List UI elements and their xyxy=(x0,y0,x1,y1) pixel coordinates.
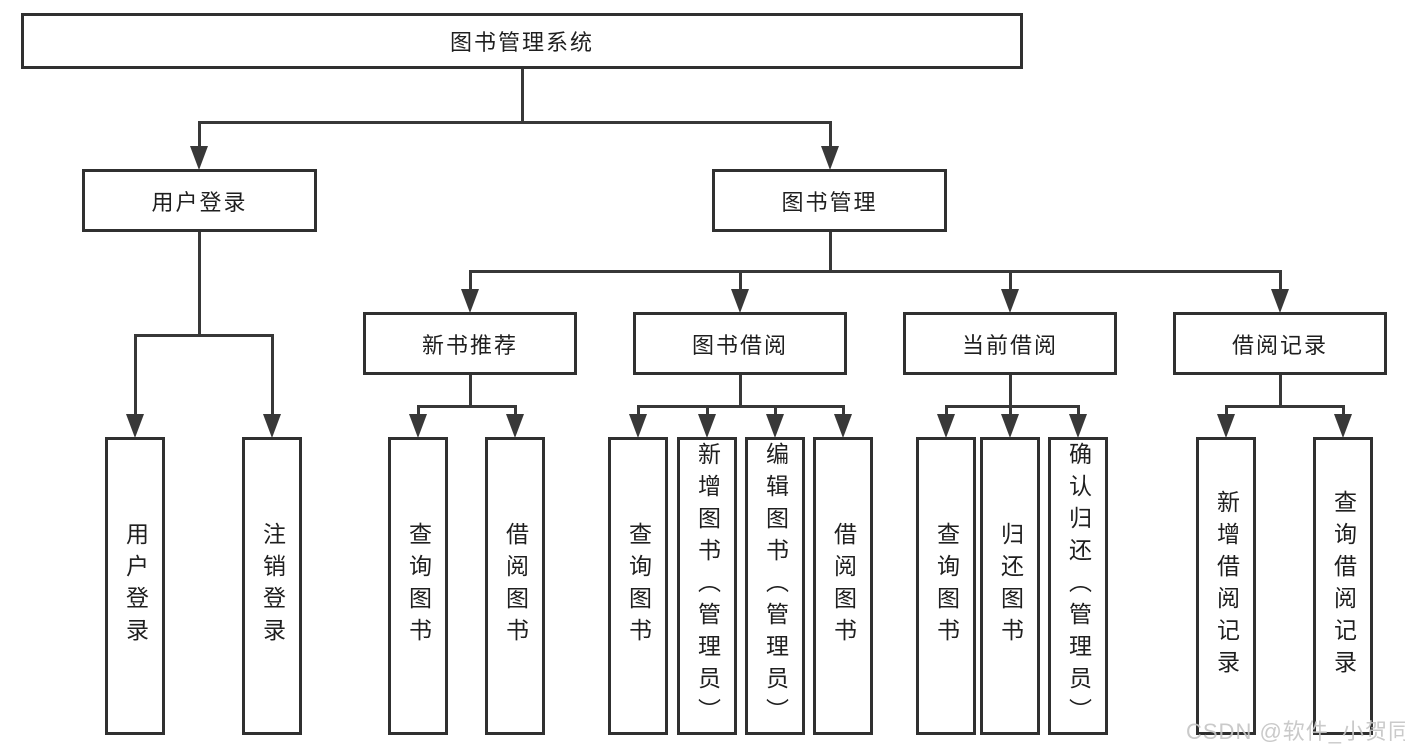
connector-line xyxy=(1278,375,1282,406)
node-library-management-system: 图书管理系统 xyxy=(21,13,1023,69)
arrowhead-icon xyxy=(1001,289,1019,313)
arrowhead-icon xyxy=(1334,414,1352,438)
connector-line xyxy=(133,333,274,337)
arrowhead-icon xyxy=(126,414,144,438)
arrowhead-icon xyxy=(1001,414,1019,438)
connector-line xyxy=(1008,406,1012,418)
arrowhead-icon xyxy=(937,414,955,438)
arrowhead-icon xyxy=(821,146,839,170)
leaf-query-borrow-record: 查询借阅记录 xyxy=(1313,437,1373,735)
arrowhead-icon xyxy=(629,414,647,438)
leaf-logout: 注销登录 xyxy=(242,437,302,735)
leaf-borrow-book-recommend: 借阅图书 xyxy=(485,437,545,735)
node-current-borrow: 当前借阅 xyxy=(903,312,1117,375)
connector-line xyxy=(1008,271,1012,293)
connector-line xyxy=(416,406,420,418)
leaf-user-login: 用户登录 xyxy=(105,437,165,735)
node-label: 新增借阅记录 xyxy=(1213,490,1240,682)
arrowhead-icon xyxy=(698,414,716,438)
connector-line xyxy=(1224,406,1228,418)
node-label: 确认归还（管理员） xyxy=(1065,442,1092,730)
connector-line xyxy=(197,232,201,335)
leaf-query-book-recommend: 查询图书 xyxy=(388,437,448,735)
node-label: 图书管理 xyxy=(781,189,878,215)
node-label: 借阅图书 xyxy=(502,522,529,650)
arrowhead-icon xyxy=(506,414,524,438)
arrowhead-icon xyxy=(263,414,281,438)
arrowhead-icon xyxy=(834,414,852,438)
connector-line xyxy=(636,404,845,408)
connector-line xyxy=(197,122,201,150)
node-label: 用户登录 xyxy=(151,189,248,215)
connector-line xyxy=(705,406,709,418)
connector-line xyxy=(1278,271,1282,293)
arrowhead-icon xyxy=(190,146,208,170)
node-label: 图书管理系统 xyxy=(449,30,594,55)
node-label: 新书推荐 xyxy=(421,332,518,358)
connector-line xyxy=(1008,375,1012,406)
node-user-login: 用户登录 xyxy=(82,169,317,232)
arrowhead-icon xyxy=(766,414,784,438)
connector-line xyxy=(520,69,524,122)
node-label: 新增图书（管理员） xyxy=(694,442,721,730)
node-label: 当前借阅 xyxy=(961,332,1058,358)
arrowhead-icon xyxy=(1271,289,1289,313)
node-book-management: 图书管理 xyxy=(712,169,947,232)
node-borrow-record: 借阅记录 xyxy=(1173,312,1387,375)
leaf-query-book-current: 查询图书 xyxy=(916,437,976,735)
connector-line xyxy=(468,271,472,293)
node-book-borrow: 图书借阅 xyxy=(633,312,847,375)
connector-line xyxy=(468,375,472,406)
leaf-borrow-book: 借阅图书 xyxy=(813,437,873,735)
node-label: 归还图书 xyxy=(997,522,1024,650)
connector-line xyxy=(636,406,640,418)
arrowhead-icon xyxy=(409,414,427,438)
node-label: 图书借阅 xyxy=(691,332,788,358)
connector-line xyxy=(416,404,517,408)
connector-line xyxy=(133,335,137,418)
connector-line xyxy=(1076,406,1080,418)
connector-line xyxy=(841,406,845,418)
connector-line xyxy=(270,335,274,418)
leaf-query-book-borrow: 查询图书 xyxy=(608,437,668,735)
connector-line xyxy=(738,375,742,406)
connector-line xyxy=(738,271,742,293)
leaf-edit-book-admin: 编辑图书（管理员） xyxy=(745,437,805,735)
node-label: 借阅图书 xyxy=(830,522,857,650)
arrowhead-icon xyxy=(731,289,749,313)
connector-line xyxy=(944,406,948,418)
node-label: 查询图书 xyxy=(933,522,960,650)
connector-line xyxy=(828,232,832,271)
node-label: 查询图书 xyxy=(625,522,652,650)
node-label: 编辑图书（管理员） xyxy=(762,442,789,730)
node-label: 用户登录 xyxy=(122,522,149,650)
connector-line xyxy=(944,404,1080,408)
arrowhead-icon xyxy=(461,289,479,313)
leaf-confirm-return-admin: 确认归还（管理员） xyxy=(1048,437,1108,735)
leaf-return-book: 归还图书 xyxy=(980,437,1040,735)
node-label: 借阅记录 xyxy=(1231,332,1328,358)
node-label: 查询图书 xyxy=(405,522,432,650)
connector-line xyxy=(828,122,832,150)
watermark: CSDN @软件_小贺同学 xyxy=(1186,719,1405,744)
arrowhead-icon xyxy=(1069,414,1087,438)
leaf-add-book-admin: 新增图书（管理员） xyxy=(677,437,737,735)
connector-line xyxy=(513,406,517,418)
connector-line xyxy=(773,406,777,418)
connector-line xyxy=(1341,406,1345,418)
arrowhead-icon xyxy=(1217,414,1235,438)
connector-line xyxy=(1224,404,1345,408)
connector-line xyxy=(197,120,832,124)
node-label: 注销登录 xyxy=(259,522,286,650)
leaf-add-borrow-record: 新增借阅记录 xyxy=(1196,437,1256,735)
node-label: 查询借阅记录 xyxy=(1330,490,1357,682)
node-new-book-recommend: 新书推荐 xyxy=(363,312,577,375)
connector-line xyxy=(468,269,1282,273)
